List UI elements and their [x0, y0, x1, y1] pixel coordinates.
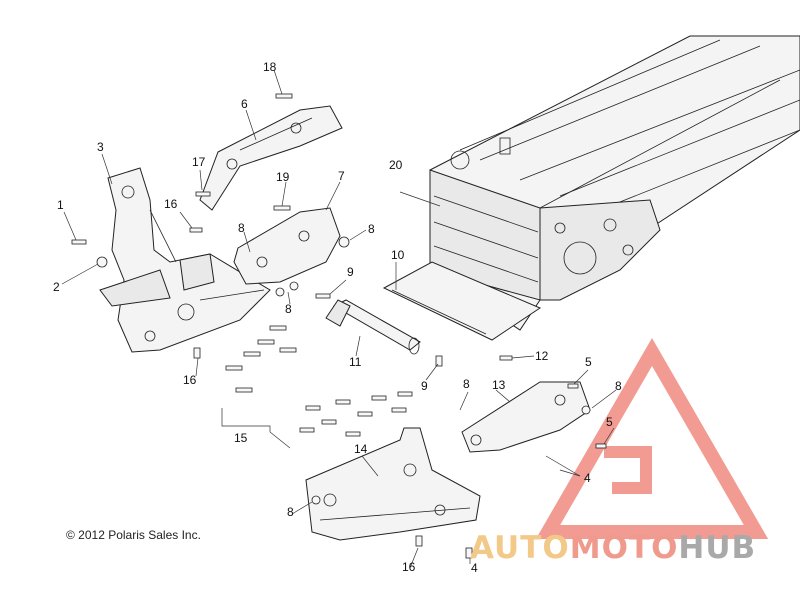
callout-14: 14	[354, 442, 368, 456]
callout-12: 12	[535, 349, 549, 363]
callout-5-a: 5	[585, 355, 592, 369]
callout-3: 3	[97, 140, 104, 154]
callout-16-a: 16	[164, 197, 178, 211]
floor-plate	[382, 261, 542, 341]
callout-7: 7	[338, 169, 345, 183]
callout-19: 19	[276, 170, 290, 184]
callout-13: 13	[492, 378, 506, 392]
callout-16-c: 16	[402, 560, 416, 574]
callout-5-b: 5	[606, 415, 613, 429]
watermark-hub: HUB	[678, 530, 757, 566]
callout-8-a: 8	[238, 221, 245, 235]
callout-8-b: 8	[368, 222, 375, 236]
watermark-text: AUTOMOTOHUB	[470, 528, 796, 568]
copyright-notice: © 2012 Polaris Sales Inc.	[66, 528, 201, 542]
watermark-moto: MOTO	[569, 530, 679, 566]
watermark-triangle-logo	[535, 338, 769, 539]
callout-4-a: 4	[584, 471, 591, 485]
tunnel-assembly	[429, 35, 800, 331]
callout-17: 17	[192, 155, 206, 169]
callout-4-b: 4	[471, 561, 478, 575]
callout-9-b: 9	[421, 379, 428, 393]
callout-2: 2	[53, 280, 60, 294]
fasteners	[71, 93, 607, 559]
callout-16-b: 16	[183, 373, 197, 387]
callout-8-c: 8	[285, 302, 292, 316]
callout-11: 11	[349, 355, 362, 369]
right-rear-bracket	[461, 381, 591, 453]
callout-1: 1	[57, 198, 64, 212]
callout-15: 15	[234, 431, 248, 445]
leader-lines	[61, 69, 617, 569]
callout-18: 18	[263, 60, 277, 74]
callout-10: 10	[391, 248, 405, 262]
cross-shaft	[325, 299, 421, 355]
callout-8-d: 8	[463, 377, 470, 391]
lower-bulkhead	[305, 427, 481, 541]
callout-9-a: 9	[347, 265, 354, 279]
front-bracket	[233, 207, 341, 285]
callout-20: 20	[389, 158, 403, 172]
callout-8-e: 8	[615, 379, 622, 393]
callout-6: 6	[241, 97, 248, 111]
upper-steering-bracket	[199, 105, 343, 211]
callout-8-f: 8	[287, 505, 294, 519]
left-bulkhead	[99, 167, 271, 353]
watermark-auto: AUTO	[470, 530, 570, 566]
